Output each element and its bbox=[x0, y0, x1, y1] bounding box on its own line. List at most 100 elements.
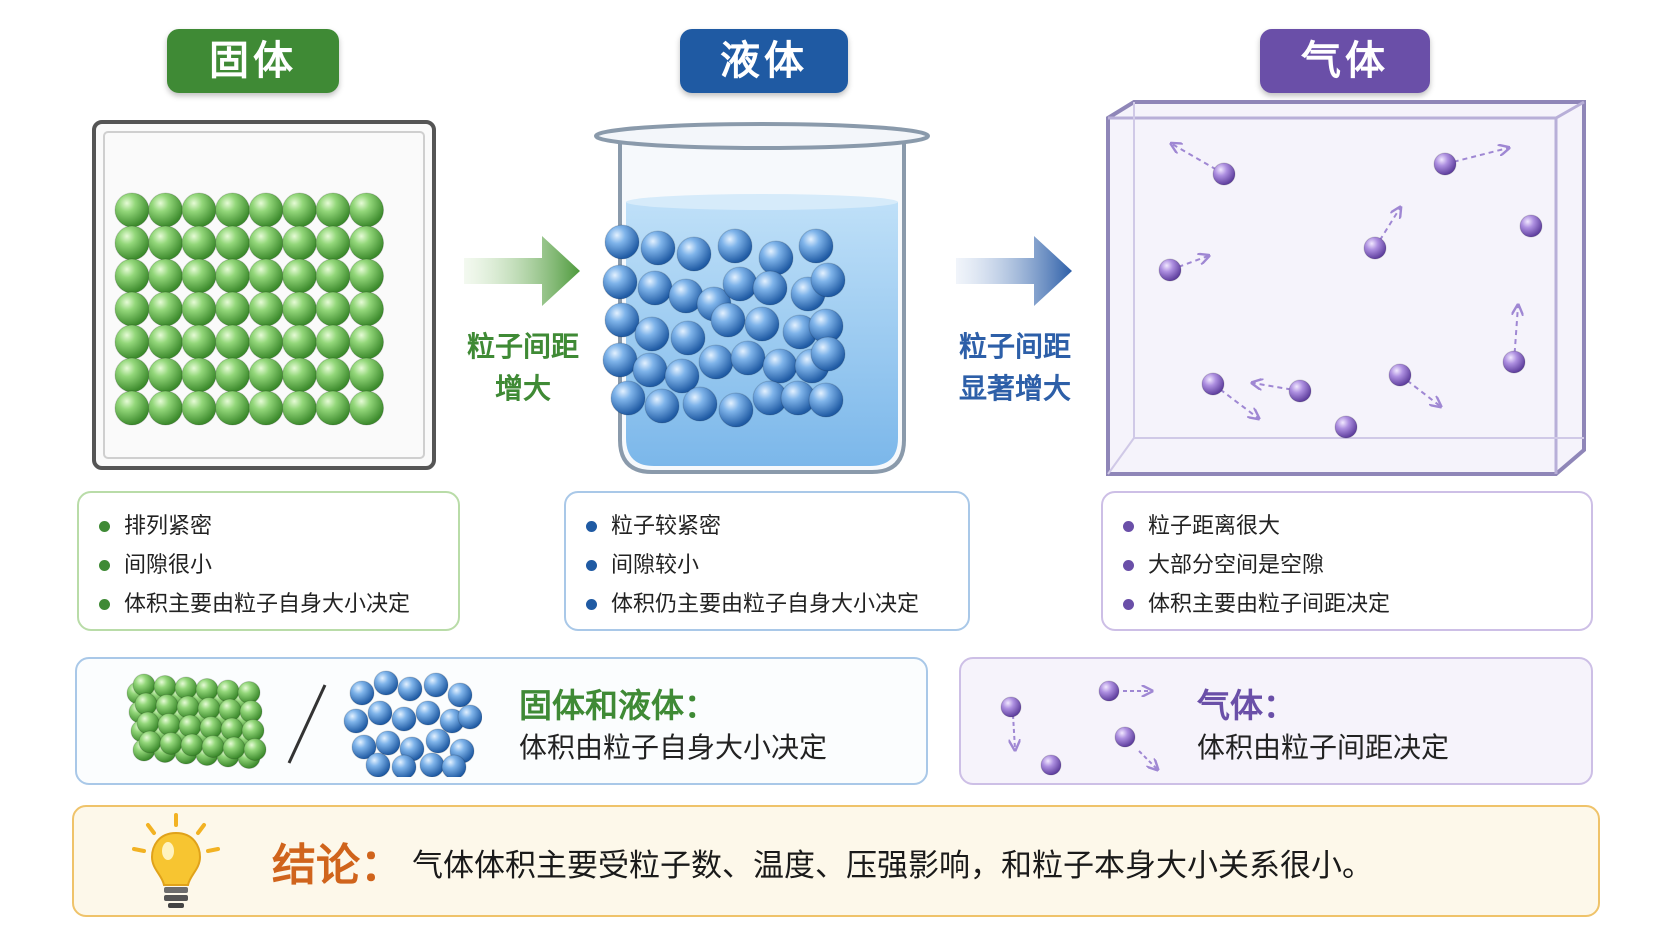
gas-properties-card: 粒子距离很大 大部分空间是空隙 体积主要由粒子间距决定 bbox=[1101, 491, 1593, 631]
liquid-cluster-icon bbox=[343, 670, 482, 777]
liquid-particle bbox=[810, 336, 846, 372]
arrow-2-line2: 显著增大 bbox=[958, 372, 1071, 405]
solid-particle bbox=[181, 192, 217, 228]
liquid-particle bbox=[604, 302, 640, 338]
solid-particle bbox=[315, 291, 351, 327]
liquid-cluster-particle bbox=[365, 752, 391, 777]
liquid-particle bbox=[722, 266, 758, 302]
liquid-particle bbox=[640, 230, 676, 266]
liquid-cluster-particle bbox=[367, 700, 393, 726]
solid-particle bbox=[282, 390, 317, 426]
liquid-particle bbox=[808, 382, 844, 418]
solid-particle bbox=[315, 357, 351, 393]
solid-liquid-summary-title: 固体和液体： bbox=[519, 686, 717, 725]
arrow-right-icon bbox=[464, 236, 580, 306]
liquid-cluster-particle bbox=[441, 754, 467, 777]
gas-particle bbox=[1158, 258, 1182, 282]
solid-liquid-summary: 固体和液体： 体积由粒子自身大小决定 bbox=[75, 657, 928, 785]
solid-particle bbox=[282, 225, 317, 261]
liquid-particle bbox=[730, 340, 766, 376]
solid-particle bbox=[349, 225, 384, 261]
liquid-properties-card: 粒子较紧密 间隙较小 体积仍主要由粒子自身大小决定 bbox=[564, 491, 970, 631]
liquid-beaker bbox=[594, 122, 930, 474]
solid-particle bbox=[148, 291, 183, 327]
liquid-cluster-particle bbox=[375, 730, 401, 756]
gas-cluster-particle bbox=[1040, 754, 1062, 776]
solid-liquid-summary-text: 体积由粒子自身大小决定 bbox=[519, 731, 828, 764]
solid-particle bbox=[181, 324, 217, 360]
liquid-cluster-particle bbox=[349, 680, 375, 706]
solid-particle bbox=[114, 258, 150, 294]
liquid-cluster-particle bbox=[391, 706, 417, 732]
liquid-particle bbox=[610, 380, 646, 416]
arrow-2-caption: 粒子间距 显著增大 bbox=[940, 326, 1090, 410]
solid-particle bbox=[114, 324, 150, 360]
solid-particle bbox=[248, 225, 284, 261]
conclusion-banner: 结论： 气体体积主要受粒子数、温度、压强影响，和粒子本身大小关系很小。 bbox=[72, 805, 1600, 917]
solid-point: 间隙很小 bbox=[99, 546, 458, 585]
liquid-cluster-particle bbox=[419, 752, 445, 777]
arrow-1-line2: 增大 bbox=[494, 372, 551, 405]
liquid-particle bbox=[798, 228, 834, 264]
liquid-cluster-particle bbox=[423, 672, 449, 698]
solid-particle bbox=[215, 357, 250, 393]
solid-particle bbox=[315, 390, 351, 426]
solid-point: 体积主要由粒子自身大小决定 bbox=[99, 585, 458, 624]
liquid-particle bbox=[676, 236, 712, 272]
solid-particle bbox=[114, 357, 150, 393]
liquid-cluster-particle bbox=[351, 734, 377, 760]
gas-summary-title: 气体： bbox=[1197, 686, 1296, 725]
solid-particles bbox=[114, 192, 384, 426]
solid-particle bbox=[114, 390, 150, 426]
solid-cluster-particle bbox=[243, 738, 267, 761]
liquid-particle bbox=[644, 388, 680, 424]
liquid-particle bbox=[758, 240, 794, 276]
solid-container bbox=[92, 120, 436, 470]
liquid-particle bbox=[810, 262, 846, 298]
gas-cluster-particle bbox=[1114, 726, 1136, 748]
solid-particle bbox=[282, 192, 317, 228]
arrow-2-line1: 粒子间距 bbox=[958, 330, 1071, 363]
solid-particle bbox=[181, 258, 217, 294]
solid-particle bbox=[181, 291, 217, 327]
gas-label: 气体 bbox=[1260, 29, 1430, 93]
gas-container bbox=[1106, 100, 1586, 476]
lightbulb-icon bbox=[132, 813, 220, 908]
liquid-particle bbox=[717, 228, 753, 264]
gas-point: 体积主要由粒子间距决定 bbox=[1123, 585, 1591, 624]
liquid-particles bbox=[602, 224, 846, 428]
liquid-particle bbox=[602, 264, 638, 300]
solid-properties-card: 排列紧密 间隙很小 体积主要由粒子自身大小决定 bbox=[77, 491, 460, 631]
solid-particle bbox=[148, 324, 183, 360]
liquid-particle bbox=[604, 224, 640, 260]
gas-particle bbox=[1334, 415, 1358, 439]
gas-particle bbox=[1388, 363, 1412, 387]
solid-particle bbox=[248, 192, 284, 228]
liquid-cluster-particle bbox=[343, 708, 369, 734]
liquid-point: 体积仍主要由粒子自身大小决定 bbox=[586, 585, 968, 624]
liquid-particle bbox=[664, 358, 700, 394]
liquid-cluster-particle bbox=[415, 700, 441, 726]
gas-point: 大部分空间是空隙 bbox=[1123, 546, 1591, 585]
solid-particle bbox=[349, 324, 384, 360]
gas-point-text: 大部分空间是空隙 bbox=[1148, 553, 1325, 578]
liquid-particle bbox=[762, 348, 798, 384]
liquid-particle bbox=[744, 306, 780, 342]
liquid-particle bbox=[682, 386, 718, 422]
solid-point-text: 体积主要由粒子自身大小决定 bbox=[124, 592, 411, 617]
solid-particle bbox=[349, 390, 384, 426]
solid-cluster-icon bbox=[126, 673, 267, 769]
solid-particle bbox=[215, 258, 250, 294]
solid-particle bbox=[282, 258, 317, 294]
solid-particle bbox=[248, 357, 284, 393]
liquid-point-text: 间隙较小 bbox=[611, 553, 700, 578]
slash-divider bbox=[287, 684, 327, 764]
gas-particle bbox=[1433, 152, 1457, 176]
solid-particle bbox=[248, 324, 284, 360]
solid-particle bbox=[181, 390, 217, 426]
solid-particle bbox=[181, 225, 217, 261]
liquid-point: 间隙较小 bbox=[586, 546, 968, 585]
solid-cluster-particle bbox=[138, 730, 162, 754]
solid-cluster-particle bbox=[180, 733, 204, 757]
solid-particle bbox=[181, 357, 217, 393]
